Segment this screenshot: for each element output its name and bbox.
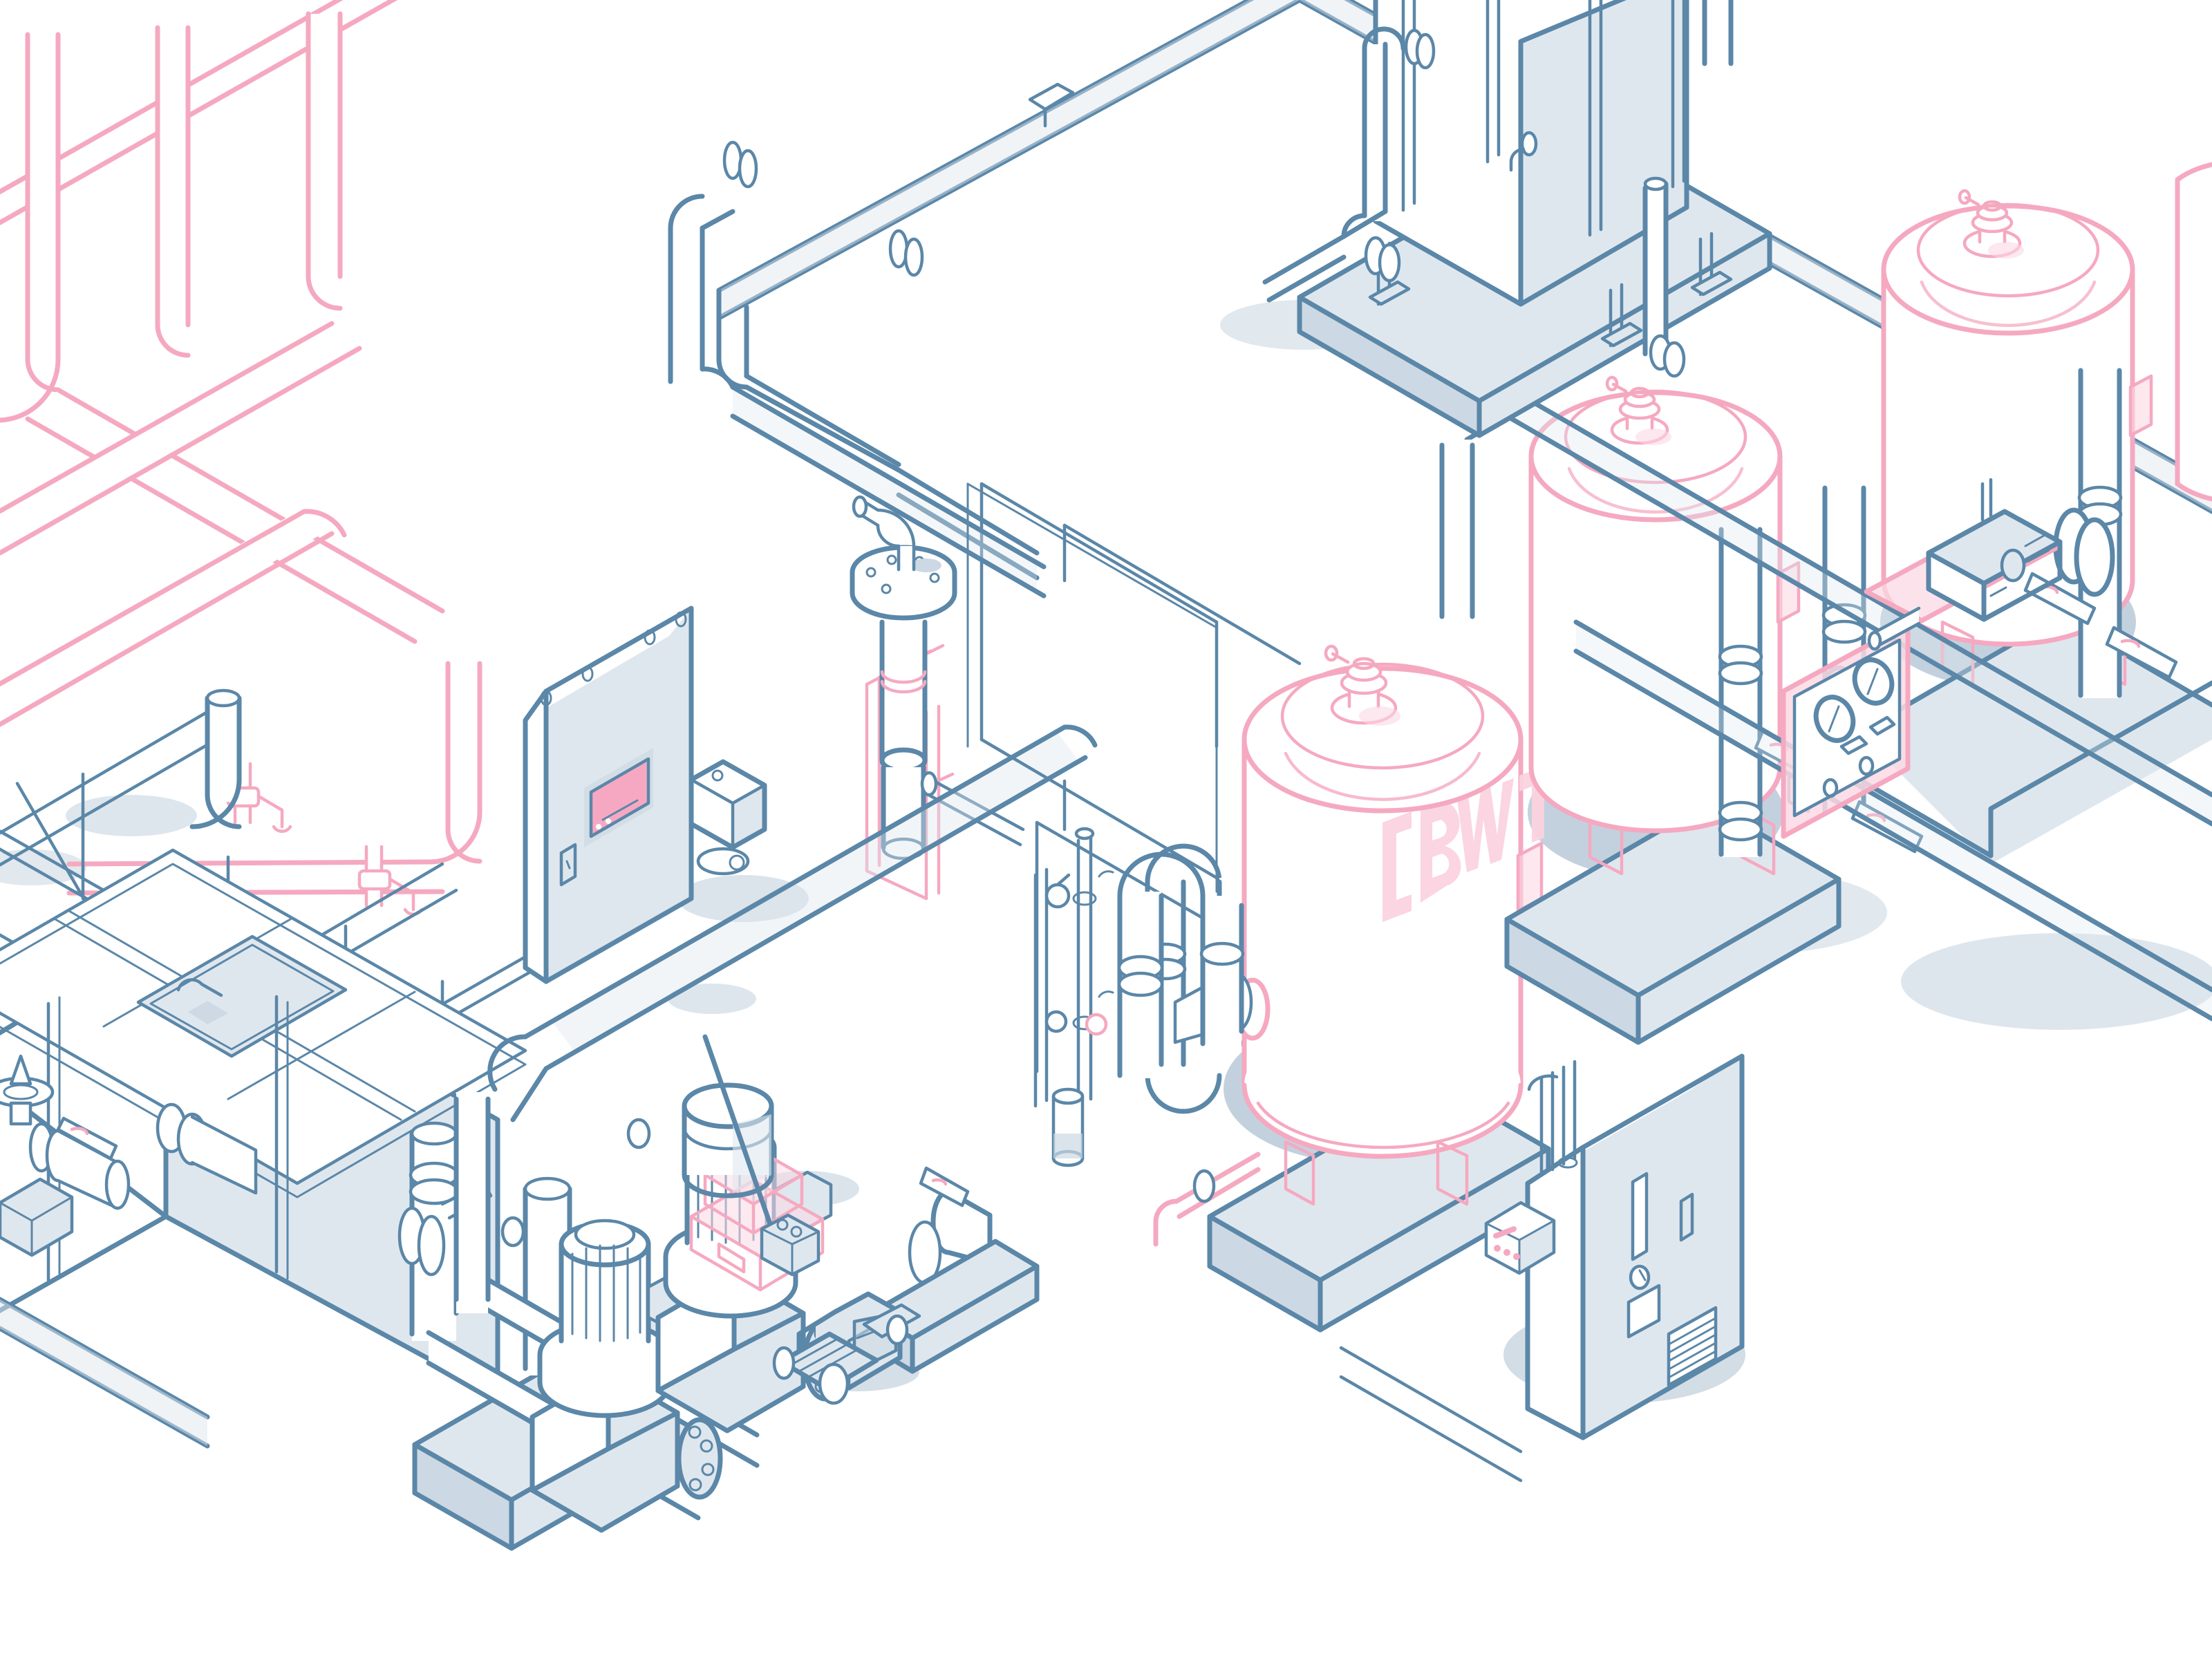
louvre-vent (1667, 1306, 1718, 1387)
box-actuator-left (0, 1177, 74, 1257)
bwt-logo (1382, 762, 1557, 922)
lever-valve-d[interactable] (2105, 626, 2178, 679)
tank-access-hatch (136, 934, 348, 1058)
thin-frame-center (966, 482, 1218, 893)
cabinet-right[interactable] (1484, 1053, 1745, 1440)
pressure-gauge-1 (1813, 695, 1856, 743)
pink-spigot-b (357, 845, 424, 917)
pink-gauge-small (1085, 1013, 1108, 1036)
valve-cluster-left (0, 1054, 210, 1449)
vessel-mid-nozzle (1605, 375, 1671, 445)
dosing-pump-head[interactable] (760, 1213, 821, 1277)
tank-nozzle-group (156, 1102, 258, 1195)
gauge-panel[interactable] (1781, 621, 1911, 839)
pressure-gauge-2 (1852, 657, 1895, 706)
handwheel-valve (0, 1054, 55, 1126)
vessel-far (2175, 162, 2212, 502)
tank-rect-left (0, 848, 527, 1399)
dosing-skid (682, 1034, 825, 1292)
right-valve-trees (1439, 366, 2212, 1022)
tank-rect-rear (1262, 0, 1772, 438)
butterfly-valve-right-2 (2053, 507, 2115, 597)
cartridge-filter (850, 495, 1025, 901)
rear-tank-inlet (1262, 26, 1436, 303)
chemical-container (682, 1082, 774, 1199)
tracked-robot (772, 1291, 921, 1405)
valve-actuator-box (688, 759, 767, 876)
hmi-screen[interactable] (584, 748, 653, 847)
vessel-rear-nozzle (1958, 189, 2024, 259)
limit-switch-panel (1864, 478, 2063, 651)
misc-fittings (668, 82, 1075, 599)
cabinet-left[interactable] (523, 605, 694, 984)
indicator-device (1484, 1201, 1556, 1275)
vessel-front (1153, 644, 1557, 1333)
pink-pipe-network-left (0, 0, 482, 917)
foreground-floor-pipe (1339, 1346, 1523, 1483)
vessel-top-nozzle (1324, 644, 1400, 726)
blue-elbow-riser (189, 688, 242, 829)
front-vessel-piping (1033, 852, 1245, 1108)
flanged-spool-train (28, 1116, 131, 1210)
cabinet-door-handle[interactable] (559, 843, 577, 887)
